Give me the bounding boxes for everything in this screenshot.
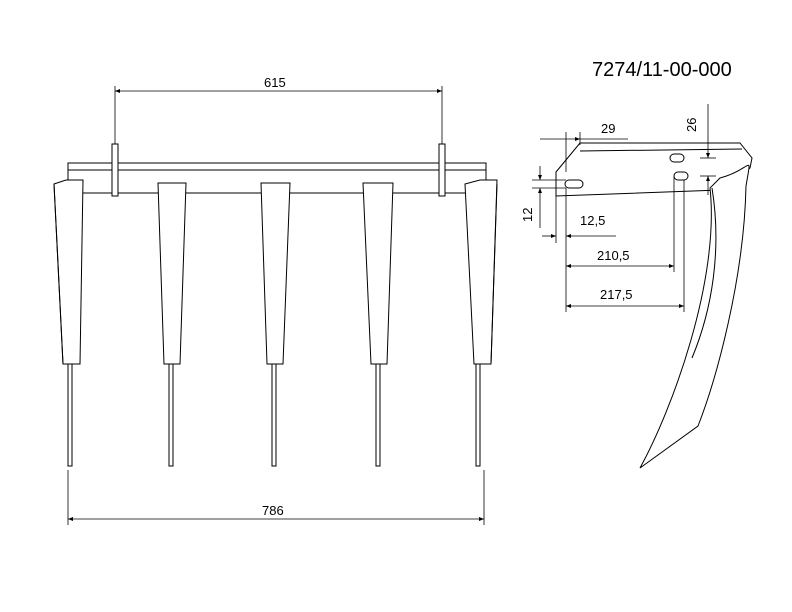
dimension-26: 26	[684, 104, 716, 195]
tine-2	[157, 182, 187, 467]
drawing-number: 7274/11-00-000	[592, 59, 732, 81]
dimension-26-label: 26	[684, 118, 699, 132]
dimension-615-label: 615	[264, 75, 286, 90]
side-view: 29 26 12 12,5	[520, 104, 753, 469]
dimension-786: 786	[67, 470, 485, 525]
dimension-12-5: 12,5	[542, 188, 616, 243]
dimension-12: 12	[520, 166, 566, 228]
slot-left	[564, 179, 584, 189]
dimension-210-5: 210,5	[565, 176, 675, 272]
dimension-12-5-label: 12,5	[580, 213, 605, 228]
dimension-217-5: 217,5	[565, 180, 685, 312]
side-bracket	[555, 142, 753, 197]
dimension-12-label: 12	[520, 208, 535, 222]
bracket-post-left	[111, 143, 119, 197]
dimension-29-label: 29	[601, 121, 615, 136]
slot-right-top	[669, 153, 685, 163]
dimension-786-label: 786	[262, 503, 284, 518]
tine-3	[260, 182, 291, 467]
dimension-615: 615	[114, 75, 443, 144]
dimension-29: 29	[540, 121, 628, 172]
curved-tine	[639, 164, 750, 469]
tine-5	[464, 179, 498, 467]
front-view: 615 786	[53, 75, 498, 525]
tine-4	[362, 182, 394, 467]
bracket-post-right	[438, 143, 446, 197]
tine-1	[53, 179, 84, 467]
slot-right-bottom	[673, 171, 689, 181]
dimension-217-5-label: 217,5	[600, 287, 633, 302]
dimension-210-5-label: 210,5	[597, 248, 630, 263]
